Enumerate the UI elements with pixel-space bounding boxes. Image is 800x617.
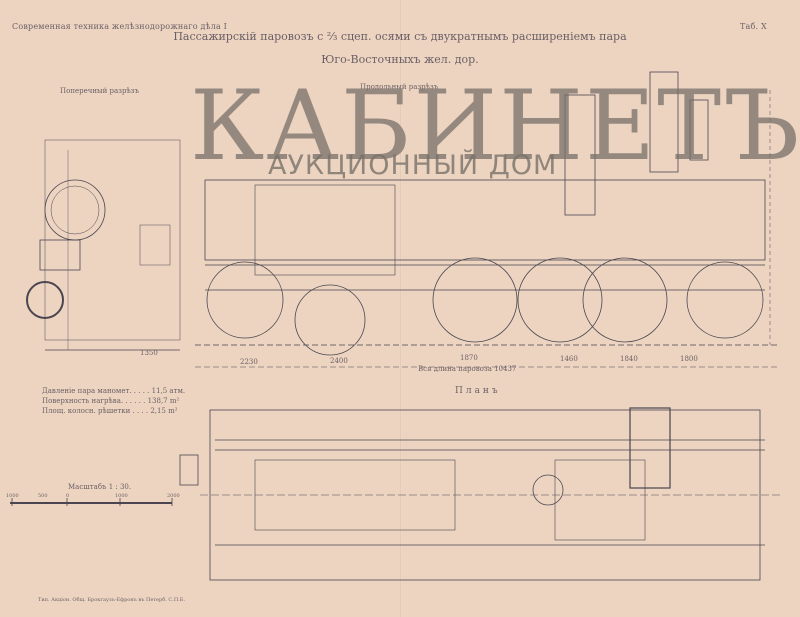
plate-title: Пассажирскій паровозъ с ⅔ сцеп. осями съ… xyxy=(173,30,627,43)
total-length: Вся длина паровоза 10437 xyxy=(418,365,517,373)
dimension-label: 2400 xyxy=(330,357,348,365)
page-fold xyxy=(400,0,402,617)
spec-row: Давленіе пара маномет. . . . . 11,5 атм. xyxy=(42,387,186,395)
dimension-label: 1800 xyxy=(680,355,698,363)
longitudinal-section-label: Продольный разрѣзъ xyxy=(360,83,439,91)
printer-imprint: Тип. Акціон. Общ. Брокгаузъ-Ефронъ въ Пе… xyxy=(38,597,186,603)
plate-subtitle: Юго-Восточныхъ жел. дор. xyxy=(321,53,479,66)
dimension-label: 2230 xyxy=(240,358,258,366)
dimension-label: 1460 xyxy=(560,355,578,363)
spec-row: Поверхность нагрѣва. . . . . . 138,7 m² xyxy=(42,397,180,405)
plan-label: Планъ xyxy=(455,386,501,396)
watermark-subtitle: АУКЦИОННЫЙ ДОМ xyxy=(268,150,558,181)
scale-label: Масштабъ 1 : 30. xyxy=(68,483,132,491)
dimension-label: 1870 xyxy=(460,354,478,362)
dimension-label: 1350 xyxy=(140,349,158,357)
series-title: Современная техника желѣзнодорожнаго дѣл… xyxy=(12,22,228,31)
scale-bar xyxy=(10,498,173,506)
scale-tick: 1000 xyxy=(6,493,19,499)
cross-section-drawing xyxy=(26,139,181,351)
scale-tick: 2000 xyxy=(167,493,180,499)
dimension-label: 1840 xyxy=(620,355,638,363)
spec-row: Площ. колосн. рѣшетки . . . . 2,15 m² xyxy=(42,407,178,415)
scale-tick: 1000 xyxy=(115,493,128,499)
watermark-logo: КАБИНЕТЪ xyxy=(190,70,800,182)
longitudinal-section-drawing xyxy=(195,71,780,368)
scale-tick: 0 xyxy=(66,493,70,499)
plan-drawing xyxy=(179,407,780,581)
scale-tick: 500 xyxy=(38,493,48,499)
sheet-number: Таб. X xyxy=(740,22,767,31)
cross-section-label: Поперечный разрѣзъ xyxy=(60,87,139,95)
